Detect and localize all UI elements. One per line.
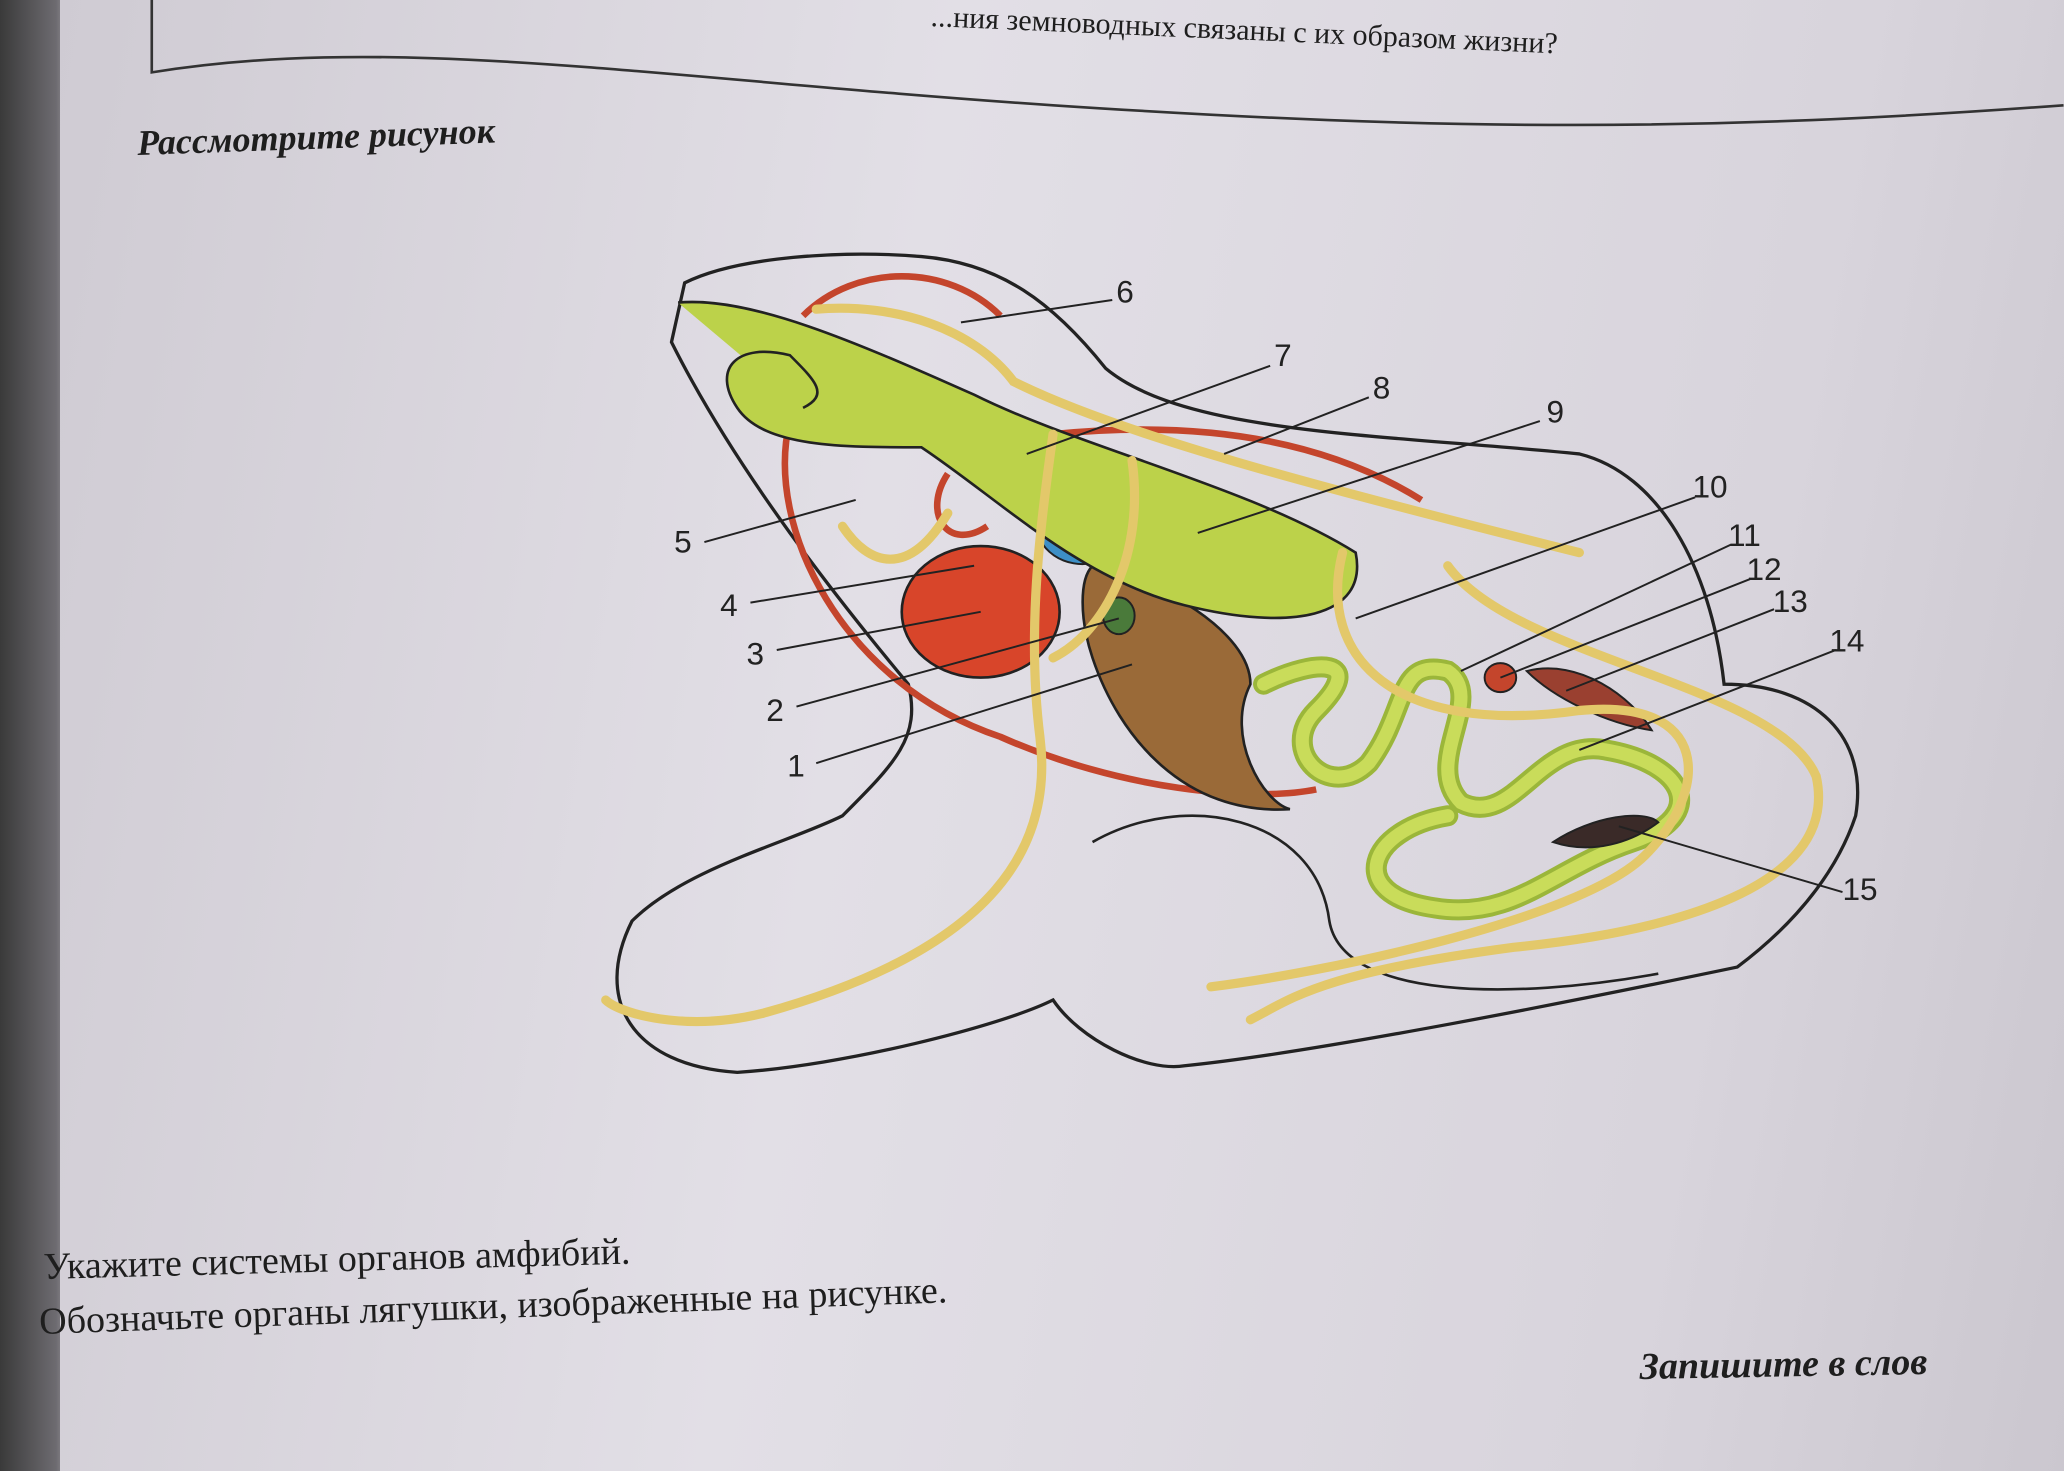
hind-leg-outline [1091,814,1659,991]
label-13: 13 [1773,583,1808,619]
nervous-system [601,303,1824,1027]
label-1: 1 [787,747,805,783]
footer-instruction: Запишите в слов [1639,1340,1928,1389]
workbook-page [60,0,2064,1471]
kidney [1524,667,1654,732]
label-8: 8 [1373,370,1391,406]
label-2: 2 [766,692,784,728]
label-10: 10 [1693,468,1728,504]
label-leaders [704,299,1843,894]
label-4: 4 [720,587,738,623]
label-7: 7 [1274,337,1292,373]
label-9: 9 [1546,393,1564,429]
label-12: 12 [1746,551,1781,587]
mouth-and-esophagus [677,300,1359,620]
label-3: 3 [746,635,764,671]
label-5: 5 [674,524,692,560]
cloaca-organ [1550,814,1660,849]
label-11: 11 [1728,517,1761,553]
label-14: 14 [1829,622,1864,658]
label-15: 15 [1842,871,1877,907]
frog-body-outline [615,252,1860,1074]
liver [1081,564,1291,811]
label-6: 6 [1116,274,1134,310]
answer-box-border [150,0,2064,127]
